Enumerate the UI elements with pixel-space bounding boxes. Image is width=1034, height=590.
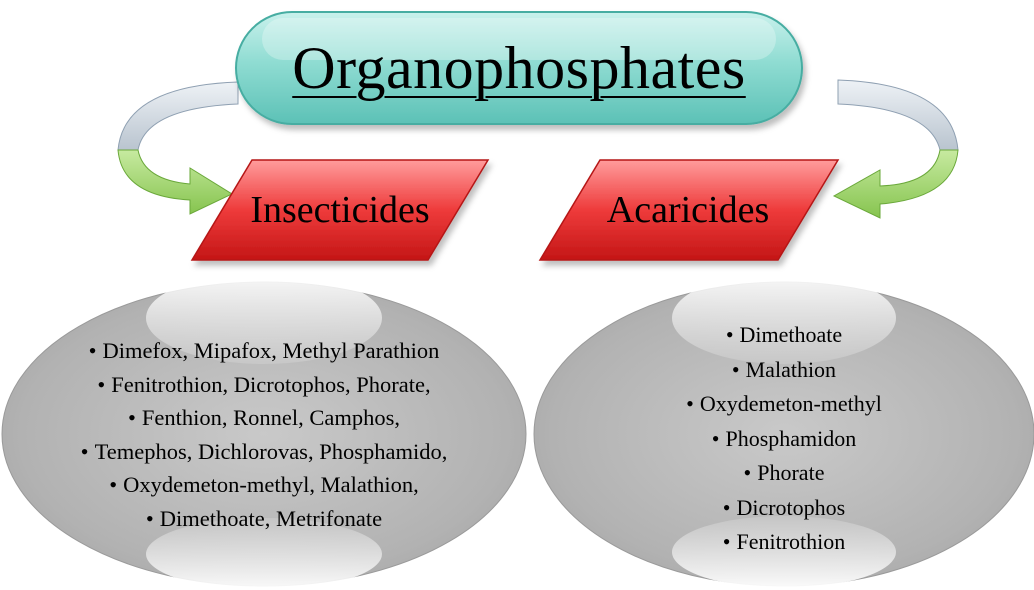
list-item: Temephos, Dichlorovas, Phosphamido, (0, 435, 528, 469)
list-item: Oxydemeton-methyl, Malathion, (0, 468, 528, 502)
title-pill (235, 11, 803, 125)
list-item: Phosphamidon (534, 422, 1034, 457)
list-item: Dicrotophos (534, 491, 1034, 526)
list-item: Fenitrothion (534, 525, 1034, 560)
page-title: Organophosphates (292, 34, 746, 101)
acaricides-parallelogram (538, 159, 840, 261)
acaricides-list: Dimethoate Malathion Oxydemeton-methyl P… (534, 318, 1034, 560)
insecticides-parallelogram (190, 159, 490, 261)
list-item: Fenitrothion, Dicrotophos, Phorate, (0, 368, 528, 402)
title-pill-highlight (262, 18, 776, 60)
list-item: Dimethoate (534, 318, 1034, 353)
right-curved-arrow-icon (832, 79, 959, 219)
insecticides-list: Dimefox, Mipafox, Methyl Parathion Fenit… (0, 334, 528, 535)
acaricides-label: Acaricides (606, 189, 770, 231)
list-item: Malathion (534, 353, 1034, 388)
insecticides-label: Insecticides (250, 189, 430, 231)
list-item: Oxydemeton-methyl (534, 387, 1034, 422)
list-item: Phorate (534, 456, 1034, 491)
list-item: Dimethoate, Metrifonate (0, 502, 528, 536)
left-curved-arrow-icon (117, 81, 239, 215)
list-item: Fenthion, Ronnel, Camphos, (0, 401, 528, 435)
list-item: Dimefox, Mipafox, Methyl Parathion (0, 334, 528, 368)
